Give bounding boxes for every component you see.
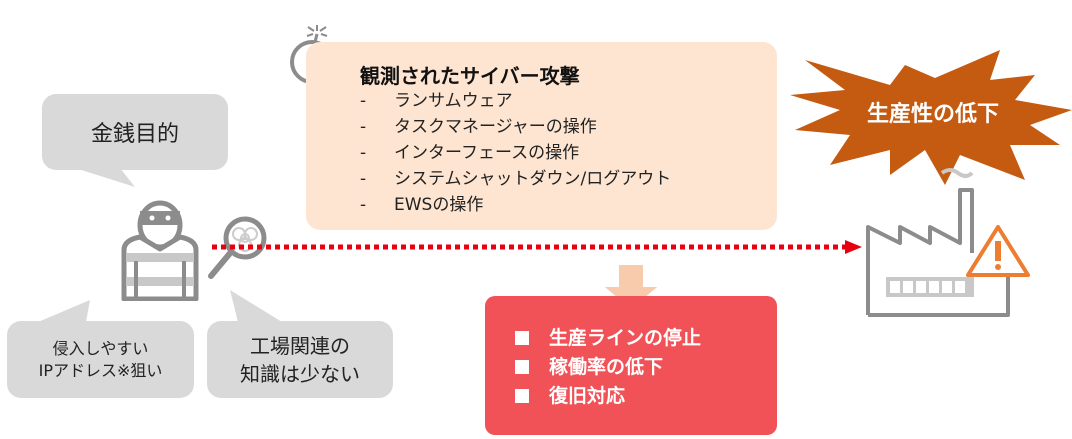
- impact-panel: 生産ラインの停止 稼働率の低下 復旧対応: [485, 296, 777, 435]
- hacker-icon: [121, 200, 199, 301]
- list-item: - EWSの操作: [360, 192, 671, 218]
- item-text: ランサムウェア: [394, 91, 513, 111]
- list-item: 生産ラインの停止: [515, 324, 701, 353]
- bullet: -: [360, 117, 367, 137]
- item-text: タスクマネージャーの操作: [394, 117, 597, 137]
- impact-list: 生産ラインの停止 稼働率の低下 復旧対応: [515, 324, 701, 411]
- list-item: - ランサムウェア: [360, 88, 671, 114]
- bullet: -: [360, 91, 367, 111]
- burst-text: 生産性の低下: [866, 102, 999, 127]
- knowledge-bubble: 工場関連の知識は少ない: [207, 321, 393, 398]
- bullet: -: [360, 169, 367, 189]
- knowledge-line1: 工場関連の: [250, 333, 350, 358]
- item-text: インターフェースの操作: [394, 143, 580, 163]
- motive-text: 金銭目的: [90, 122, 179, 147]
- bullet: -: [360, 143, 367, 163]
- item-text: EWSの操作: [394, 195, 484, 215]
- list-item: - システムシャットダウン/ログアウト: [360, 166, 671, 192]
- attacks-title: 観測されたサイバー攻撃: [360, 64, 580, 88]
- list-item: - タスクマネージャーの操作: [360, 114, 671, 140]
- list-item: - インターフェースの操作: [360, 140, 671, 166]
- observed-attacks-panel: 観測されたサイバー攻撃 - ランサムウェア - タスクマネージャーの操作 - インター…: [306, 42, 777, 230]
- target-line2: IPアドレス※狙い: [38, 360, 163, 380]
- motive-bubble: 金銭目的: [42, 94, 228, 170]
- knowledge-line2: 知識は少ない: [240, 361, 360, 386]
- item-text: システムシャットダウン/ログアウト: [394, 169, 672, 189]
- list-item: 復旧対応: [515, 382, 701, 411]
- list-item: 稼働率の低下: [515, 353, 701, 382]
- bullet: -: [360, 195, 367, 215]
- attacks-list: - ランサムウェア - タスクマネージャーの操作 - インターフェースの操作 - システ…: [360, 88, 671, 218]
- target-line1: 侵入しやすい: [52, 338, 149, 358]
- explosion-burst-icon: [790, 50, 1072, 185]
- factory-icon: [866, 168, 1030, 317]
